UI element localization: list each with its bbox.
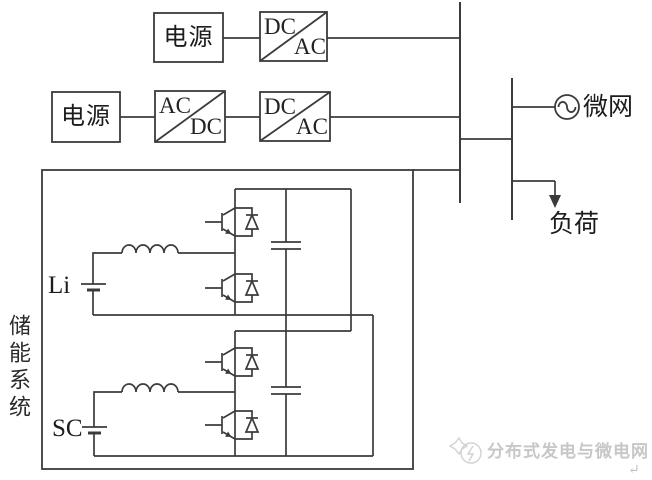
grid-label: 微网 bbox=[583, 94, 634, 121]
load-label: 负荷 bbox=[549, 211, 600, 238]
converter-row1-bottom-label: AC bbox=[294, 34, 326, 59]
igbt-icon bbox=[204, 207, 259, 237]
sc-battery-top-wire bbox=[93, 391, 122, 427]
igbt-icon bbox=[204, 410, 259, 440]
return-mark: ↵ bbox=[628, 463, 640, 478]
watermark-text: 分布式发电与微电网 bbox=[487, 442, 649, 461]
converter-row2b-bottom-label: AC bbox=[296, 114, 328, 139]
storage-system-label: 储能系统 bbox=[6, 314, 31, 422]
source1-label: 电源 bbox=[163, 24, 214, 51]
inductor-icon bbox=[121, 383, 179, 393]
down-arrow-icon bbox=[549, 195, 561, 208]
converter-row1-box bbox=[259, 11, 328, 62]
storage-system-box bbox=[41, 169, 414, 470]
converter-row2b-top-label: DC bbox=[264, 94, 296, 119]
converter-row2a-bottom-label: DC bbox=[190, 114, 222, 139]
li-battery-label: Li bbox=[48, 272, 71, 299]
li-battery-top-wire bbox=[92, 252, 122, 284]
converter-row1-top-label: DC bbox=[264, 14, 296, 39]
sc-battery-label: SC bbox=[52, 415, 83, 442]
igbt-icon bbox=[204, 273, 259, 303]
igbt-icon bbox=[204, 347, 259, 377]
converter-row1-diagonal bbox=[259, 11, 328, 62]
source2-label: 电源 bbox=[61, 104, 111, 130]
inductor-icon bbox=[121, 244, 179, 254]
converter-row2a-top-label: AC bbox=[159, 93, 191, 118]
cloud-power-logo-icon bbox=[448, 436, 482, 464]
ac-source-icon bbox=[554, 94, 580, 120]
converter-row2a-diagonal bbox=[154, 90, 226, 143]
converter-row2b-diagonal bbox=[259, 91, 331, 142]
